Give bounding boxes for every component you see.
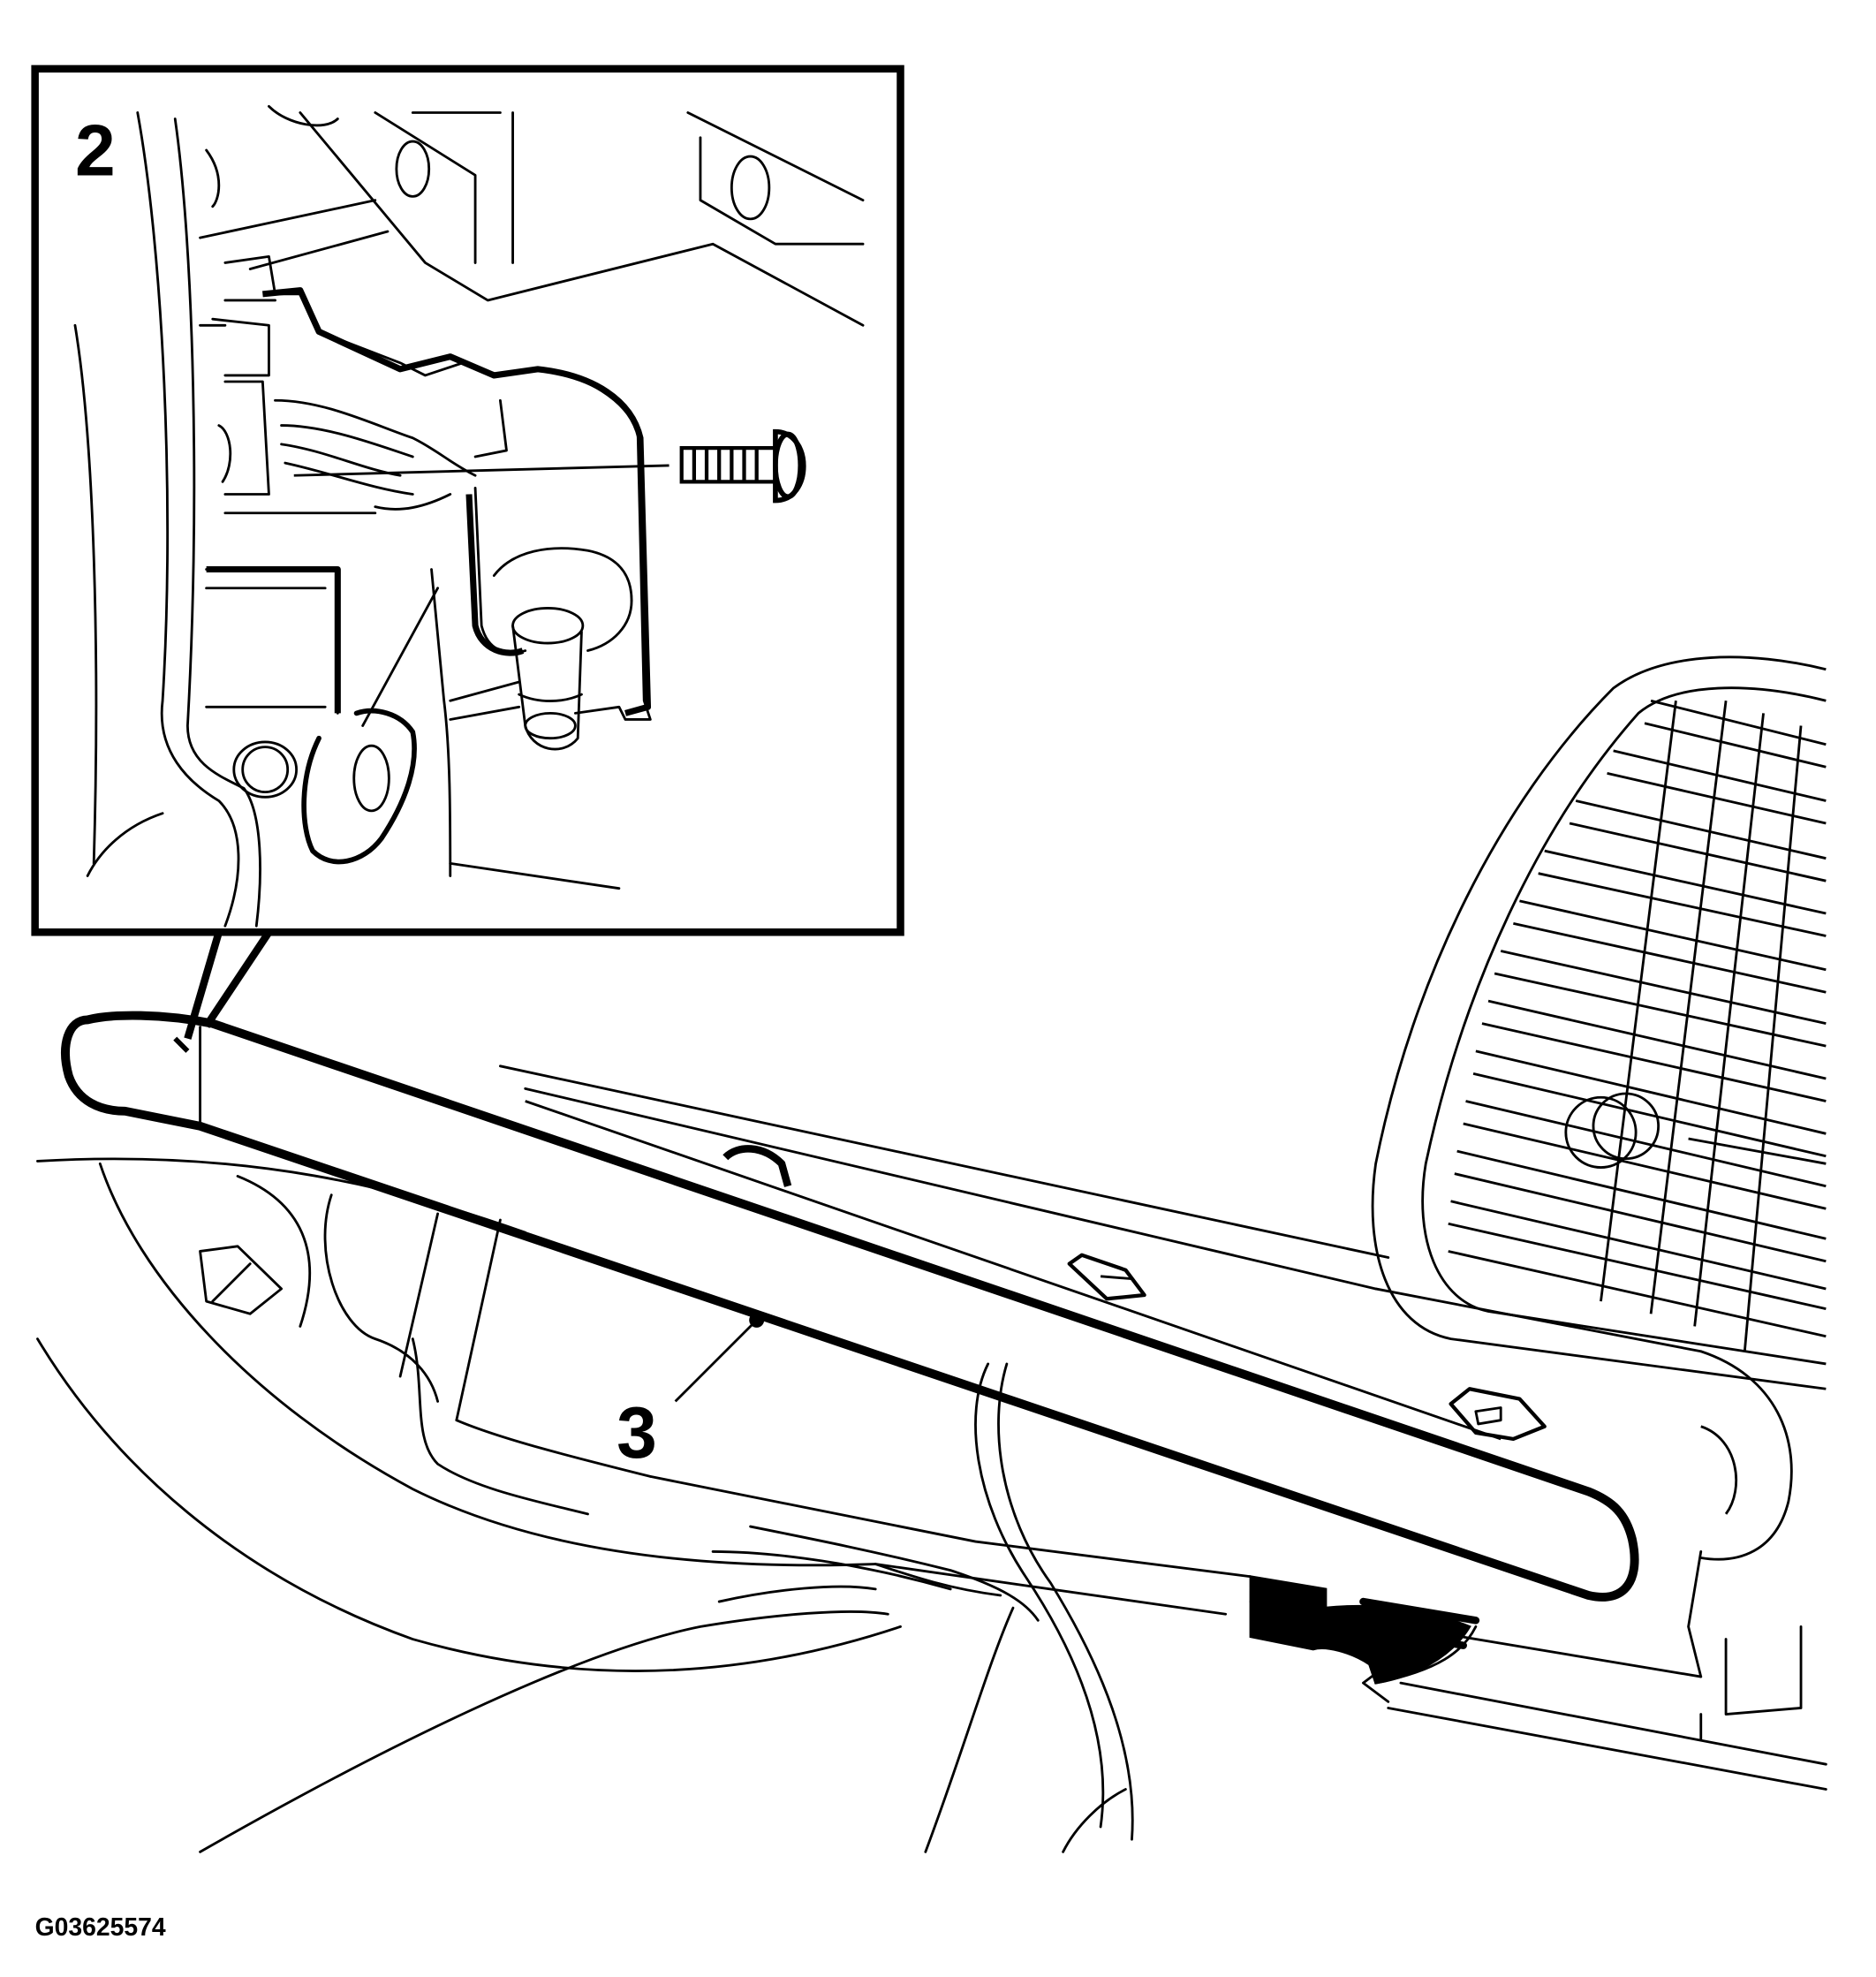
figure-id-label: G03625574 — [35, 1913, 166, 1942]
air-vent-grille — [1371, 655, 1827, 1561]
trim-panel-part-3 — [61, 1011, 1639, 1602]
callout-step-2: 2 — [75, 110, 116, 191]
callout-part-3: 3 — [617, 1393, 657, 1473]
dashboard-body — [36, 1064, 1827, 1853]
leader-line-part-3 — [674, 1312, 765, 1403]
screw-icon — [679, 428, 806, 504]
inset-drawing — [73, 104, 865, 928]
inset-detail-box — [31, 64, 904, 1040]
removal-arrow-icon — [1249, 1575, 1471, 1685]
screw-leader-line — [293, 464, 669, 477]
inset-bracket-outline — [206, 287, 652, 716]
